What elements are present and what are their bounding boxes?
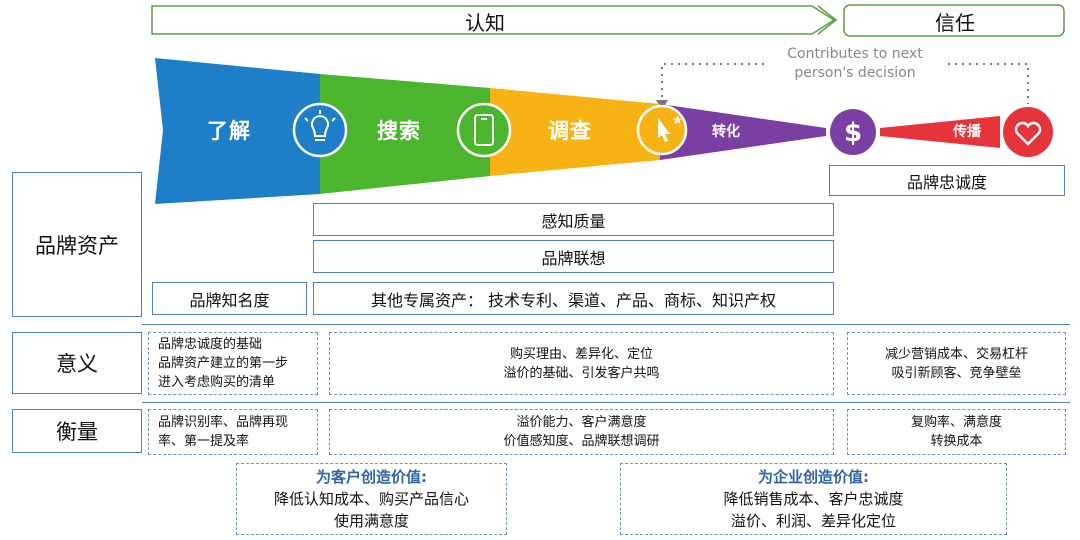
heart-icon [1003,107,1053,157]
brand-loyalty-box: 品牌忠诚度 [829,165,1065,196]
click-sparkle-icon: ★ [636,104,688,156]
funnel-green-segment [320,74,490,194]
customer-value-box: 为客户创造价值: 降低认知成本、购买产品信心 使用满意度 [236,463,507,535]
meaning-quality-line-2: 溢价的基础、引发客户共鸣 [503,365,660,381]
stage-convert-label: 转化 [712,124,740,140]
trust-box [843,4,1065,37]
note-line-2: person's decision [794,65,916,81]
awareness-arrow [151,5,836,35]
svg-text:★: ★ [672,113,683,127]
funnel-red-segment [880,116,1000,148]
measure-awareness-line-1: 品牌识别率、品牌再现 [158,415,289,430]
row-label-meaning: 意义 [12,332,142,394]
meaning-awareness-box: 品牌忠诚度的基础 品牌资产建立的第一步 进入考虑购买的清单 [148,332,318,395]
funnel-blue-segment [155,58,320,204]
stage-understand-label: 了解 [207,119,251,143]
funnel-purple-segment [660,104,826,160]
enterprise-value-title: 为企业创造价值: [758,468,869,486]
awareness-header: 认知 [465,10,505,35]
other-assets-box: 其他专属资产： 技术专利、渠道、产品、商标、知识产权 [313,282,834,315]
svg-text:$: $ [844,118,862,148]
awareness-arrow-tip [817,5,838,35]
note-text: Contributes to next person's decision [770,45,940,83]
meaning-awareness-line-1: 品牌忠诚度的基础 [158,337,263,352]
stage-spread-label: 传播 [953,124,981,140]
funnel: ★ $ [155,58,1053,204]
separator-2 [142,402,1070,403]
brand-awareness-box: 品牌知名度 [152,282,307,315]
meaning-loyalty-box: 减少营销成本、交易杠杆 吸引新顾客、竞争壁垒 [847,332,1066,395]
meaning-loyalty-line-1: 减少营销成本、交易杠杆 [884,346,1028,362]
measure-quality-line-2: 价值感知度、品牌联想调研 [503,434,660,449]
stage-investigate-label: 调查 [548,119,592,143]
trust-header: 信任 [935,10,975,35]
measure-quality-box: 溢价能力、客户满意度 价值感知度、品牌联想调研 [329,409,834,455]
customer-value-line-1: 降低认知成本、购买产品信心 [273,490,469,508]
separator-1 [142,324,1070,325]
measure-quality-line-1: 溢价能力、客户满意度 [516,415,647,430]
meaning-awareness-line-2: 品牌资产建立的第一步 [158,356,289,371]
enterprise-value-line-2: 溢价、利润、差异化定位 [730,512,896,530]
customer-value-line-2: 使用满意度 [333,512,409,530]
funnel-yellow-segment [490,88,660,176]
phone-icon [456,102,512,158]
note-line-1: Contributes to next [787,46,923,62]
measure-loyalty-line-1: 复购率、满意度 [910,415,1002,430]
measure-awareness-line-2: 率、第一提及率 [158,434,250,449]
customer-value-title: 为客户创造价值: [316,468,427,486]
meaning-awareness-line-3: 进入考虑购买的清单 [158,375,276,390]
enterprise-value-line-1: 降低销售成本、客户忠诚度 [723,490,904,508]
header-arrows [151,4,1065,37]
brand-association-box: 品牌联想 [313,240,834,273]
measure-loyalty-box: 复购率、满意度 转换成本 [847,409,1066,455]
measure-loyalty-line-2: 转换成本 [930,434,983,449]
measure-awareness-box: 品牌识别率、品牌再现 率、第一提及率 [148,409,318,455]
stage-search-label: 搜索 [377,119,421,143]
meaning-quality-line-1: 购买理由、差异化、定位 [509,346,653,362]
enterprise-value-box: 为企业创造价值: 降低销售成本、客户忠诚度 溢价、利润、差异化定位 [620,463,1007,535]
meaning-quality-box: 购买理由、差异化、定位 溢价的基础、引发客户共鸣 [329,332,834,395]
dollar-icon: $ [830,109,876,155]
perceived-quality-box: 感知质量 [313,203,834,236]
row-label-brand-assets: 品牌资产 [12,172,142,317]
lightbulb-icon [292,102,348,158]
row-label-measure: 衡量 [12,409,142,453]
meaning-loyalty-line-2: 吸引新顾客、竞争壁垒 [891,365,1022,381]
